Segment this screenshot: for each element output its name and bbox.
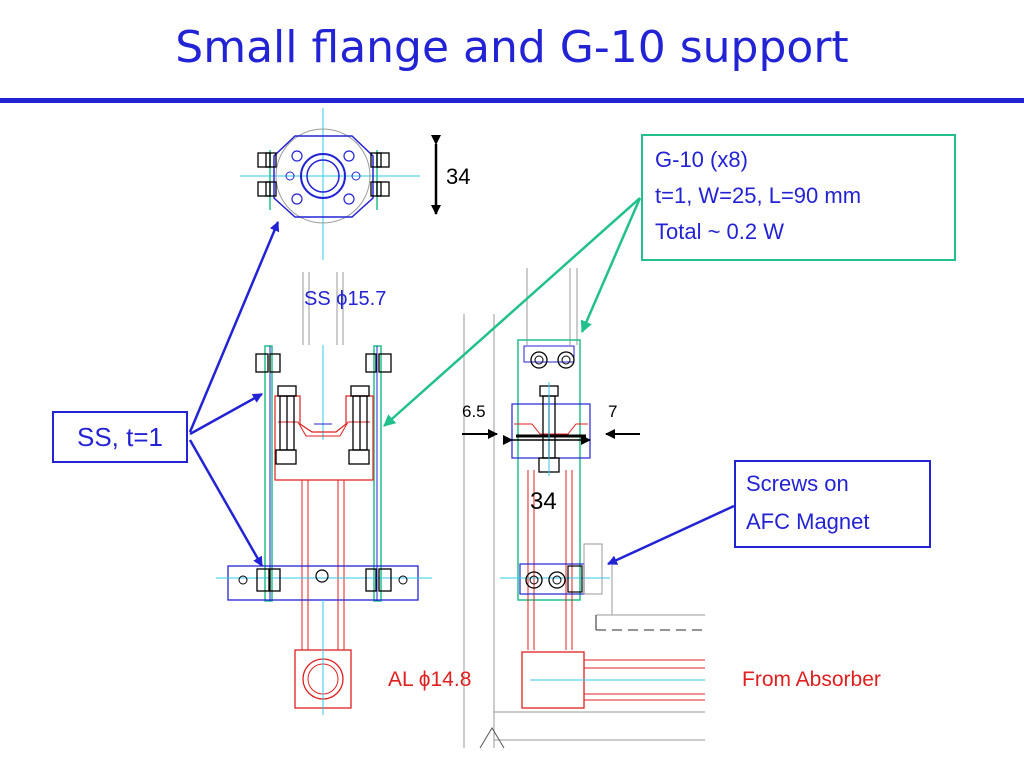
right-side-view (463, 268, 705, 749)
dimension-top-label: 34 (446, 164, 471, 189)
slide-title: Small flange and G-10 support (175, 22, 849, 73)
screws-callout-line: AFC Magnet (746, 509, 870, 534)
dimension-left-label: 6.5 (462, 402, 486, 421)
dimension-arrows-6-5-and-7 (462, 429, 640, 445)
al-diameter-label: AL ϕ14.8 (388, 668, 472, 691)
ss-callout-box: SS, t=1 (52, 411, 188, 463)
dimension-right-label: 7 (608, 402, 618, 421)
title-underline (0, 98, 1024, 103)
g10-callout-line: t=1, W=25, L=90 mm (655, 183, 862, 208)
from-absorber-label: From Absorber (742, 668, 881, 691)
g10-callout-line: Total ~ 0.2 W (655, 219, 785, 244)
screws-callout-box: Screws on AFC Magnet (734, 460, 931, 548)
left-side-view (216, 272, 432, 715)
screws-callout-line: Screws on (746, 471, 849, 496)
ss-diameter-label: SS ϕ15.7 (304, 288, 387, 310)
g10-callout-box: G-10 (x8) t=1, W=25, L=90 mm Total ~ 0.2… (641, 134, 956, 261)
g10-callout-line: G-10 (x8) (655, 147, 748, 172)
dimension-mid-label: 34 (530, 488, 557, 515)
callout-arrows (188, 197, 735, 567)
top-flange-view (240, 108, 420, 260)
